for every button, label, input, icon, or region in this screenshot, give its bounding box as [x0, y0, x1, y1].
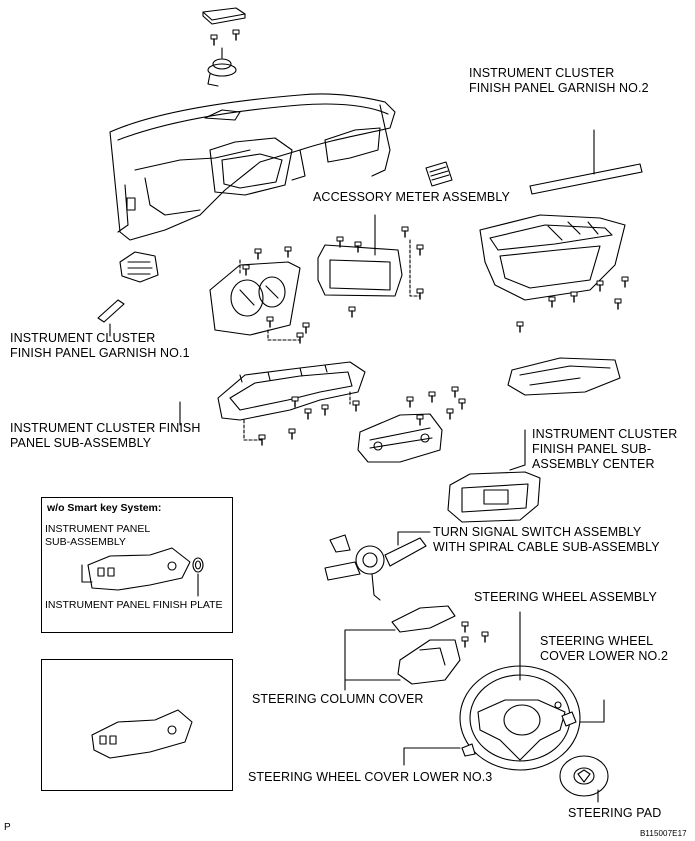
footer-page-marker: P: [4, 822, 11, 833]
accessory-meter-part: [317, 214, 403, 297]
garnish-no1-part: [97, 299, 125, 323]
label-steering-pad: STEERING PAD: [568, 806, 662, 820]
inset2-panel-part: [91, 709, 193, 759]
label-steering-wheel: STEERING WHEEL ASSEMBLY: [474, 590, 657, 604]
inset-title: w/o Smart key System:: [47, 502, 162, 514]
glove-box-part: [479, 214, 626, 301]
lower-panel-part: [507, 357, 621, 396]
inset-panel-part: [87, 547, 191, 591]
inset-label-finish-plate: INSTRUMENT PANEL FINISH PLATE: [45, 599, 223, 611]
leader-line: [344, 629, 401, 681]
finish-panel-part: [217, 361, 366, 421]
side-vent-part: [425, 161, 453, 187]
label-column-cover: STEERING COLUMN COVER: [252, 692, 424, 706]
cover-lower-no3-part: [461, 743, 476, 757]
steering-pad-part: [559, 755, 609, 797]
inset-box-2: [41, 659, 233, 791]
speaker-part: [207, 47, 237, 87]
label-cover-lower-no3: STEERING WHEEL COVER LOWER NO.3: [248, 770, 493, 784]
garnish-no2-part: [529, 163, 643, 195]
figure-code: B115007E17: [640, 829, 687, 838]
leader-line: [579, 699, 605, 723]
leader-line: [81, 564, 93, 583]
left-vent-part: [119, 251, 159, 283]
column-cover-lower-part: [397, 639, 461, 685]
turn-signal-switch-part: [324, 534, 427, 601]
column-cover-upper-part: [391, 605, 456, 633]
leader-line: [397, 531, 431, 546]
speaker-cover-part: [202, 7, 246, 25]
label-accessory-meter: ACCESSORY METER ASSEMBLY: [313, 190, 510, 204]
center-cluster-part: [357, 413, 443, 463]
finish-panel-center-part: [447, 471, 541, 523]
steering-wheel-part: [459, 665, 581, 771]
screw-group: [210, 29, 240, 46]
leader-line: [403, 747, 461, 766]
instrument-panel-part: [109, 93, 396, 241]
leader-line: [509, 429, 526, 471]
combination-meter-part: [209, 261, 301, 336]
screw-group: [461, 621, 489, 648]
cover-lower-no2-part: [554, 701, 577, 727]
inset-finish-plate-part: [192, 557, 204, 573]
